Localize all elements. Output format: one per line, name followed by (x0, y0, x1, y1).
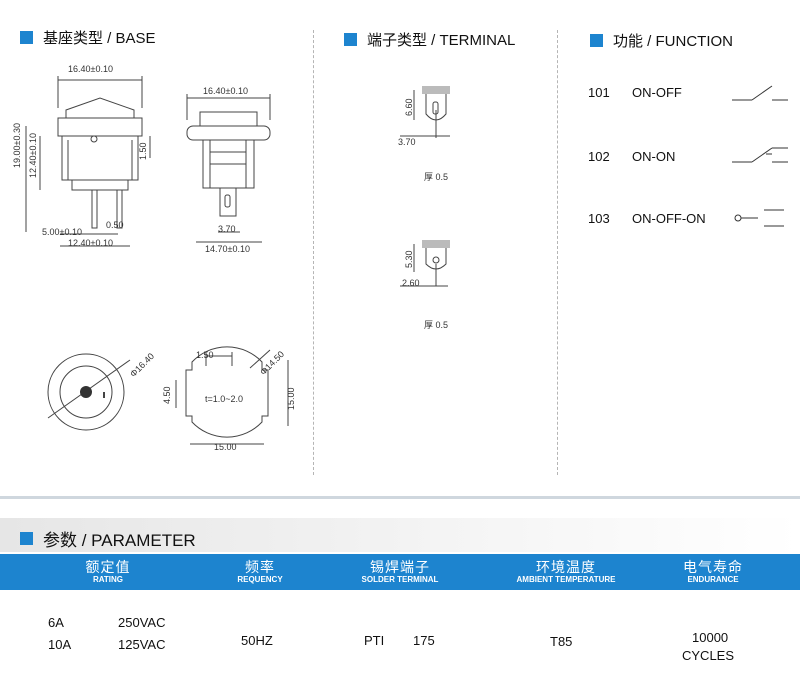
header-solder-terminal: 锡焊端子 SOLDER TERMINAL (361, 558, 439, 584)
dim-term2-width: 2.60 (402, 278, 420, 288)
parameter-section-header: 参数 / PARAMETER (20, 526, 196, 551)
section-separator (0, 496, 800, 499)
dim-term1-width: 3.70 (398, 137, 416, 147)
dim-hole-left: 4.50 (162, 386, 172, 404)
blue-square-icon (590, 34, 603, 47)
dim-side-inner: 12.40±0.10 (28, 133, 38, 178)
dim-term2-height: 5.30 (404, 250, 414, 268)
endurance-value: 10000 (692, 630, 729, 645)
blue-square-icon (20, 31, 33, 44)
rating-amp-1: 6A (48, 615, 64, 630)
parameter-title-bar (0, 518, 800, 552)
parameter-section-title: 参数 / PARAMETER (43, 531, 196, 550)
header-rating: 额定值 RATING (85, 558, 131, 584)
blue-square-icon (20, 532, 33, 545)
header-ambient-temperature: 环境温度 AMBIENT TEMPERATURE (516, 558, 616, 584)
dim-side-pin-w: 0.50 (106, 220, 124, 230)
rating-amp-2: 10A (48, 637, 72, 652)
function-item-102: 102 ON-ON (588, 149, 676, 164)
terminal-section-header: 端子类型 / TERMINAL (344, 29, 515, 50)
dim-side-step: 1.50 (138, 142, 148, 160)
temperature-value: T85 (550, 634, 573, 649)
rating-volt-2: 125VAC (118, 637, 166, 652)
function-symbols (732, 85, 788, 227)
dim-side-bottom: 12.40±0.10 (68, 238, 113, 248)
dim-term1-height: 6.60 (404, 98, 414, 116)
base-section-header: 基座类型 / BASE (20, 27, 156, 48)
terminal-drawings (400, 86, 450, 287)
function-item-101: 101 ON-OFF (588, 85, 682, 100)
dim-side-height: 19.00±0.30 (12, 123, 22, 168)
terminal-thickness-2: 厚 0.5 (424, 320, 449, 330)
terminal-section-title: 端子类型 / TERMINAL (367, 32, 516, 49)
blue-square-icon (344, 33, 357, 46)
base-section-title: 基座类型 / BASE (43, 30, 156, 47)
dim-hole-top: 1.50 (196, 350, 214, 360)
function-section-title: 功能 / FUNCTION (613, 33, 733, 50)
dim-side-pin-gap: 5.00±0.10 (42, 227, 82, 237)
function-section-header: 功能 / FUNCTION (590, 30, 733, 51)
frequency-value: 50HZ (241, 633, 273, 648)
rating-volt-1: 250VAC (118, 615, 166, 630)
dim-side-width: 16.40±0.10 (68, 64, 113, 74)
dim-hole-right: 15.00 (286, 387, 296, 410)
parameter-header-row: 额定值 RATING 频率 REQUENCY 锡焊端子 SOLDER TERMI… (0, 554, 800, 590)
dim-front-pin: 3.70 (218, 224, 236, 234)
dim-front-bottom: 14.70±0.10 (205, 244, 250, 254)
header-frequency: 频率 REQUENCY (237, 558, 283, 584)
endurance-unit: CYCLES (682, 648, 735, 663)
column-divider (557, 30, 558, 475)
solder-code: PTI (364, 633, 385, 648)
terminal-thickness-1: 厚 0.5 (424, 172, 449, 182)
dim-hole-bottom: 15.00 (214, 442, 237, 452)
function-item-103: 103 ON-OFF-ON (588, 211, 706, 226)
solder-value: 175 (413, 633, 435, 648)
dim-front-width: 16.40±0.10 (203, 86, 248, 96)
column-divider (313, 30, 314, 475)
base-drawings (25, 76, 289, 445)
header-endurance: 电气寿命 ENDURANCE (683, 558, 743, 584)
dim-hole-t: t=1.0~2.0 (205, 394, 244, 404)
